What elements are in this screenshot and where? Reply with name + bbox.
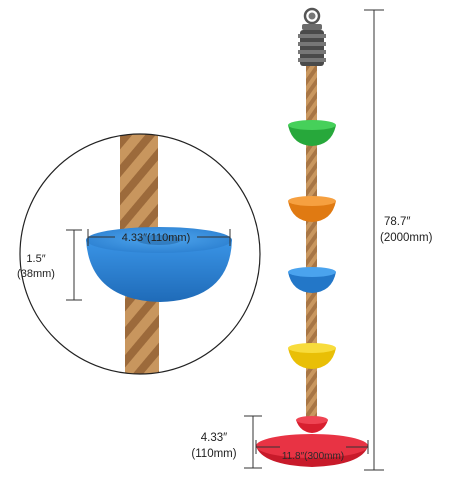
zoom-detail-circle xyxy=(19,133,261,375)
hook-ring xyxy=(302,7,322,30)
base-height-dimension: 4.33″ (110mm) xyxy=(191,415,262,469)
base-diameter-label: 11.8″(300mm) xyxy=(282,451,344,462)
base-diameter-dimension: 11.8″(300mm) xyxy=(255,440,369,462)
orange-disc xyxy=(288,196,336,222)
green-disc xyxy=(288,120,336,146)
blue-disc xyxy=(288,267,336,293)
rope-clamp xyxy=(298,30,326,66)
seat-diameter-dimension: 4.33″(110mm) xyxy=(87,229,231,246)
seat-diameter-label: 4.33″(110mm) xyxy=(122,232,191,244)
main-rope xyxy=(306,66,317,428)
yellow-disc xyxy=(288,343,336,369)
total-length-mm: (2000mm) xyxy=(380,232,433,244)
seat-height-value: 1.5″ xyxy=(26,253,45,265)
seat-height-mm: (38mm) xyxy=(17,268,55,280)
base-height-mm: (110mm) xyxy=(191,448,236,460)
zoom-rope-bottom xyxy=(125,290,159,374)
seat-height-dimension: 1.5″ (38mm) xyxy=(17,229,82,301)
total-length-dimension: 78.7″ (2000mm) xyxy=(364,9,433,471)
zoom-rope-top xyxy=(120,134,158,235)
zoom-blue-seat xyxy=(86,227,232,302)
swing-assembly xyxy=(256,7,368,467)
base-height-value: 4.33″ xyxy=(201,432,227,444)
red-base-seat xyxy=(256,416,368,467)
total-length-value: 78.7″ xyxy=(384,216,410,228)
